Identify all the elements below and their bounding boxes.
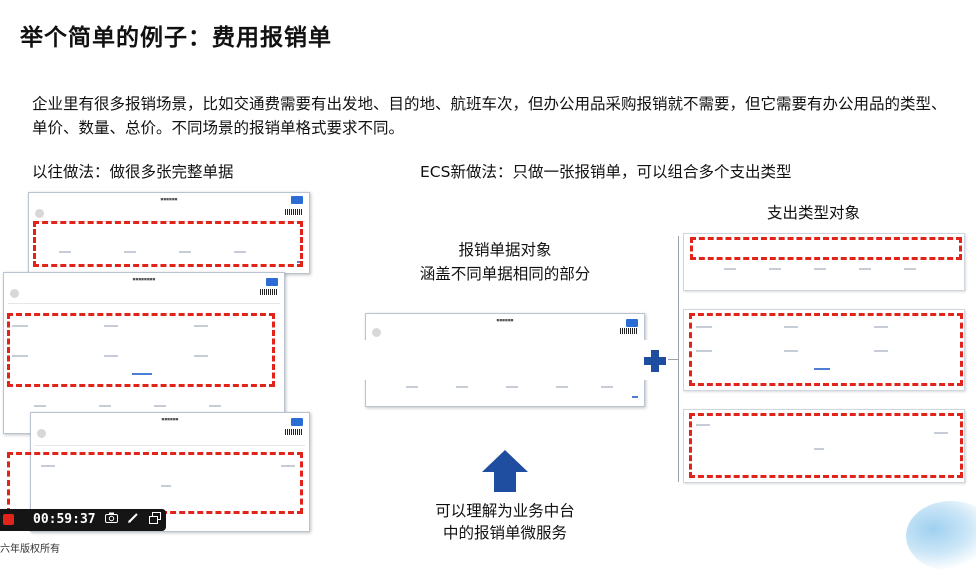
record-stop-button[interactable] xyxy=(3,514,14,525)
expense-type-card-1 xyxy=(683,233,965,291)
decorative-swoosh xyxy=(906,501,976,571)
slide-title: 举个简单的例子：费用报销单 xyxy=(20,25,332,51)
copyright-text: 六年版权所有 xyxy=(0,544,60,555)
dashed-region-5 xyxy=(689,313,963,386)
right-heading: ECS新做法：只做一张报销单，可以组合多个支出类型 xyxy=(420,163,792,181)
bracket-connector xyxy=(668,359,678,360)
recorder-toolbar xyxy=(0,509,166,531)
camera-icon[interactable] xyxy=(104,512,118,526)
expense-type-card-3 xyxy=(683,409,965,483)
up-arrow-icon xyxy=(482,450,528,492)
intro-paragraph: 企业里有很多报销场景，比如交通费需要有出发地、目的地、航班车次，但办公用品采购报… xyxy=(32,95,947,137)
dashed-region-3 xyxy=(7,452,303,514)
plus-icon xyxy=(644,350,666,372)
center-label-line1: 报销单据对象 xyxy=(458,241,552,259)
window-icon[interactable] xyxy=(148,512,162,526)
bracket-line xyxy=(678,236,679,482)
expense-type-label: 支出类型对象 xyxy=(767,204,861,222)
form-thumbnail-1: ■■■■■■ xyxy=(28,192,310,274)
dashed-region-6 xyxy=(689,413,963,478)
bottom-label-line2: 中的报销单微服务 xyxy=(442,524,567,542)
pen-icon[interactable] xyxy=(126,512,140,526)
blank-insert-slot xyxy=(362,340,648,380)
left-heading: 以往做法：做很多张完整单据 xyxy=(32,163,234,181)
dashed-region-2 xyxy=(7,313,275,387)
dashed-region-4 xyxy=(690,237,962,260)
form-thumbnail-2: ■■■■■■■■ xyxy=(3,272,285,434)
bottom-label-line1: 可以理解为业务中台 xyxy=(435,502,575,520)
center-label-line2: 涵盖不同单据相同的部分 xyxy=(419,265,591,283)
dashed-region-1 xyxy=(33,221,303,267)
expense-type-card-2 xyxy=(683,309,965,391)
recording-timer: 00:59:37 xyxy=(33,512,96,527)
